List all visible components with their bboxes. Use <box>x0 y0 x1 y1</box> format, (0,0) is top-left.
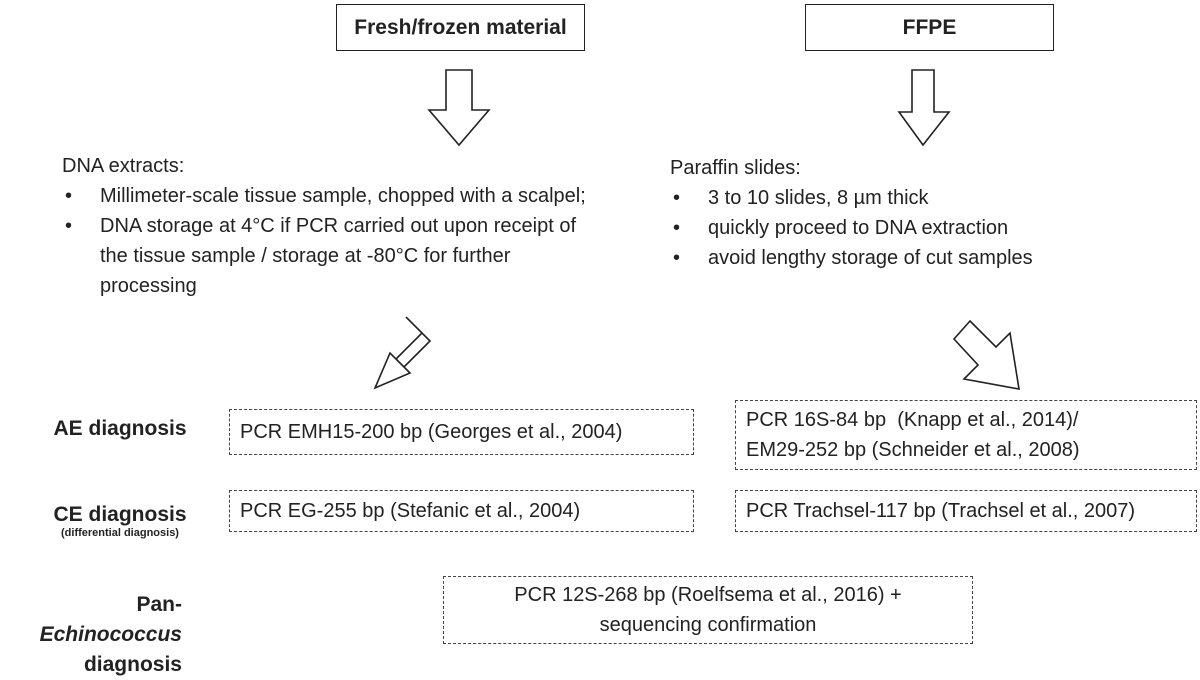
down-arrow-right <box>897 69 951 147</box>
pan-label-italic: Echinococcus <box>39 623 182 646</box>
fresh-frozen-material-box: Fresh/frozen material <box>336 4 585 51</box>
fresh-frozen-material-label: Fresh/frozen material <box>354 15 567 39</box>
down-arrow-left <box>427 69 491 147</box>
pan-label-line2: diagnosis <box>83 653 182 676</box>
ce-left-pcr-text: PCR EG-255 bp (Stefanic et al., 2004) <box>240 500 581 522</box>
list-item: avoid lengthy storage of cut samples <box>670 243 1150 273</box>
paraffin-slides-title: Paraffin slides: <box>670 157 801 179</box>
ae-left-pcr-text: PCR EMH15-200 bp (Georges et al., 2004) <box>240 421 623 443</box>
list-item: Millimeter-scale tissue sample, chopped … <box>62 181 602 211</box>
ffpe-box: FFPE <box>805 4 1054 51</box>
pan-pcr-line2: sequencing confirmation <box>599 614 817 636</box>
ce-right-pcr-box: PCR Trachsel-117 bp (Trachsel et al., 20… <box>735 490 1197 532</box>
ae-diagnosis-label: AE diagnosis <box>53 417 187 440</box>
ce-diagnosis-label: CE diagnosis <box>53 503 187 526</box>
dna-extracts-list: Millimeter-scale tissue sample, chopped … <box>62 181 602 301</box>
ae-right-pcr-line2: EM29-252 bp (Schneider et al., 2008) <box>746 439 1080 461</box>
ce-left-pcr-box: PCR EG-255 bp (Stefanic et al., 2004) <box>229 490 694 532</box>
pan-pcr-line1: PCR 12S-268 bp (Roelfsema et al., 2016) … <box>514 584 902 606</box>
paraffin-slides-list: 3 to 10 slides, 8 µm thick quickly proce… <box>670 183 1150 273</box>
pan-label-prefix: Pan- <box>136 593 182 616</box>
paraffin-slides-section: Paraffin slides: 3 to 10 slides, 8 µm th… <box>670 153 1150 273</box>
ce-diagnosis-sublabel: (differential diagnosis) <box>61 527 179 539</box>
pan-pcr-box: PCR 12S-268 bp (Roelfsema et al., 2016) … <box>443 576 973 644</box>
pan-echinococcus-label: Pan- Echinococcus diagnosis <box>0 590 182 680</box>
ae-left-pcr-box: PCR EMH15-200 bp (Georges et al., 2004) <box>229 409 694 455</box>
dna-extracts-title: DNA extracts: <box>62 155 185 177</box>
list-item: quickly proceed to DNA extraction <box>670 213 1150 243</box>
ae-right-pcr-box: PCR 16S-84 bp (Knapp et al., 2014)/ EM29… <box>735 400 1197 470</box>
ce-diagnosis-label-group: CE diagnosis (differential diagnosis) <box>20 503 220 539</box>
diagonal-arrow-left <box>373 316 432 390</box>
ce-right-pcr-text: PCR Trachsel-117 bp (Trachsel et al., 20… <box>746 500 1136 522</box>
ae-right-pcr-line1: PCR 16S-84 bp (Knapp et al., 2014)/ <box>746 409 1079 431</box>
list-item: 3 to 10 slides, 8 µm thick <box>670 183 1150 213</box>
diagonal-arrow-right <box>952 319 1020 390</box>
dna-extracts-section: DNA extracts: Millimeter-scale tissue sa… <box>62 151 602 301</box>
list-item: DNA storage at 4°C if PCR carried out up… <box>62 211 602 301</box>
ffpe-label: FFPE <box>902 15 957 39</box>
